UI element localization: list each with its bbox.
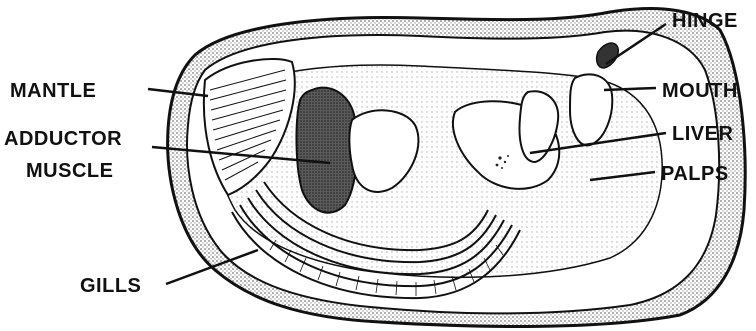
label-liver: LIVER (672, 123, 733, 145)
label-adductor-line2: MUSCLE (26, 160, 113, 182)
label-adductor-line1: ADDUCTOR (4, 128, 122, 150)
adductor-muscle (296, 88, 356, 213)
label-mouth: MOUTH (662, 80, 738, 102)
label-hinge: HINGE (672, 10, 738, 32)
label-mantle: MANTLE (10, 80, 96, 102)
label-palps: PALPS (661, 163, 729, 185)
label-gills: GILLS (80, 275, 141, 297)
